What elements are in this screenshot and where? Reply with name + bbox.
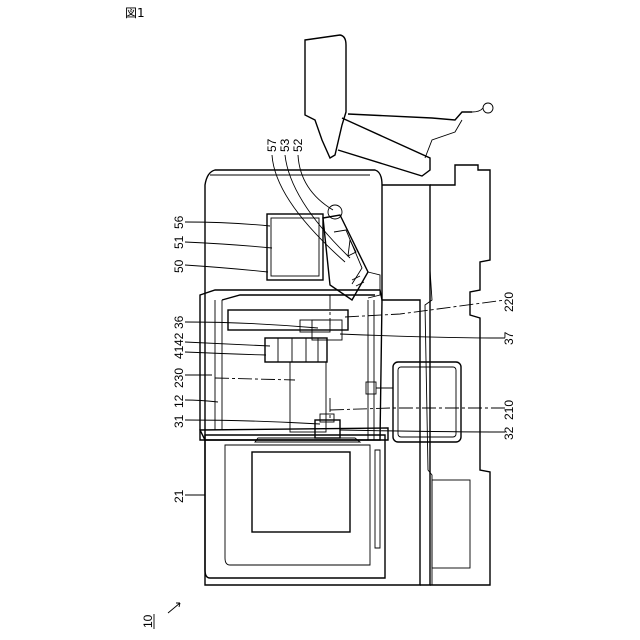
ref-220: 220 (502, 292, 516, 312)
ref-36: 36 (172, 315, 186, 329)
top-boom (305, 35, 493, 176)
ref-51: 51 (172, 235, 186, 249)
door-window (252, 452, 350, 532)
front-door (205, 435, 385, 578)
ref-10: 10 (141, 614, 155, 628)
ref-31: 31 (172, 414, 186, 428)
side-window (376, 362, 461, 442)
ref-37: 37 (502, 331, 516, 345)
ref-21: 21 (172, 489, 186, 503)
control-keypad (323, 215, 368, 300)
operation-panel (267, 205, 380, 300)
ref-42: 42 (172, 332, 186, 346)
ref-41: 41 (172, 345, 186, 359)
leader-lines (168, 155, 505, 613)
ref-57: 57 (265, 138, 279, 152)
ref-32: 32 (502, 426, 516, 440)
reference-numerals: 10 21 12 31 230 41 42 36 50 51 56 57 53 … (141, 138, 516, 629)
display-bezel (267, 214, 323, 280)
ref-50: 50 (172, 259, 186, 273)
ref-210: 210 (502, 400, 516, 420)
ref-53: 53 (278, 138, 292, 152)
machining-chamber (200, 290, 388, 440)
ref-230: 230 (172, 368, 186, 388)
ref-52: 52 (291, 138, 305, 152)
machine-body (205, 165, 490, 585)
ref-56: 56 (172, 215, 186, 229)
display-screen (271, 218, 319, 276)
ref-12: 12 (172, 394, 186, 408)
